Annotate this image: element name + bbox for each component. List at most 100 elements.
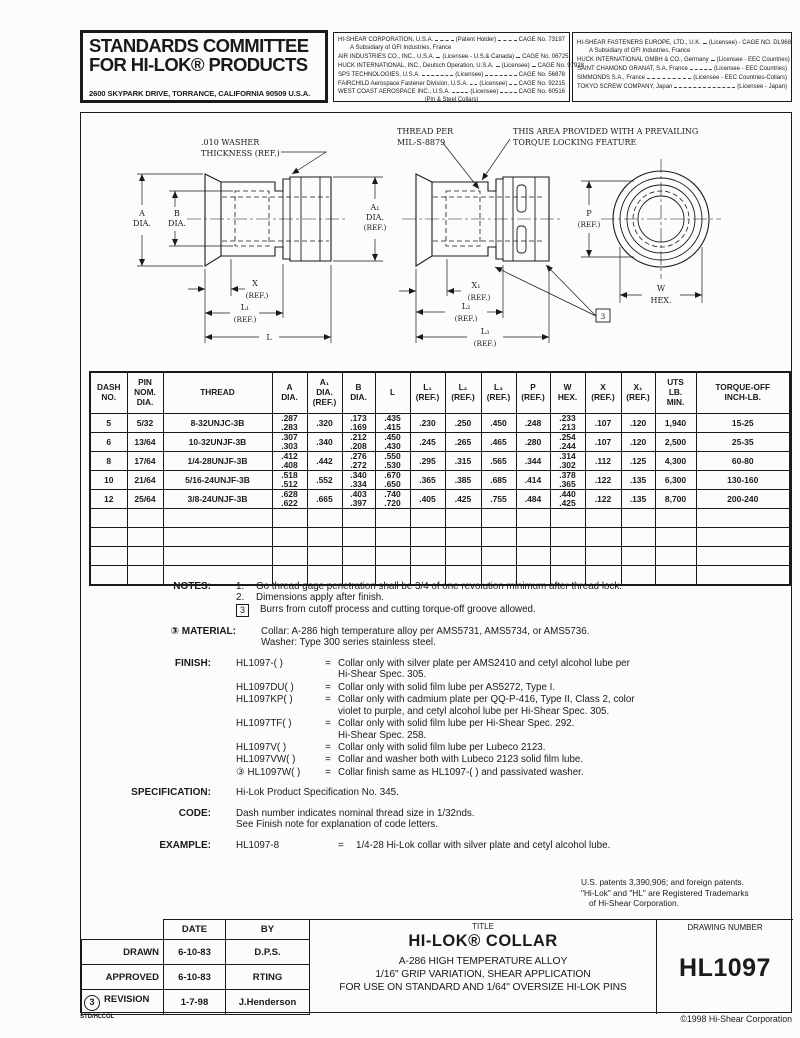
table-cell: .385 (444, 470, 482, 490)
material-washer: Washer: Type 300 series stainless steel. (261, 637, 436, 649)
finish-description: Collar and washer both with Lubeco 2123 … (338, 754, 584, 766)
table-header-cell: L₂ (REF.) (444, 371, 482, 414)
dim-p-label: P (586, 209, 592, 218)
table-empty-cell (695, 508, 791, 528)
table-cell: 200-240 (695, 489, 791, 509)
table-empty-cell (306, 508, 343, 528)
table-cell: .287 .283 (271, 413, 308, 433)
callout-3-marker: 3 (601, 312, 606, 321)
table-cell: .314 .302 (549, 451, 586, 471)
finish-item: HL1097-( )=Collar only with silver plate… (236, 658, 789, 681)
table-empty-cell (341, 546, 376, 566)
table-cell: .405 (409, 489, 446, 509)
revision-col-date: DATE (163, 919, 226, 940)
thread-note-label1: THREAD PER (397, 127, 454, 136)
leader-line (647, 74, 692, 79)
finish-description: Collar only with solid film lube per AS5… (338, 681, 556, 693)
drawing-sheet-body: A DIA. B DIA. A₁ DIA. (REF.) .010 WASHER (80, 112, 793, 1015)
licensee-row: FAIRCHILD Aerospace Fastener Division, U… (338, 80, 565, 89)
table-cell: .135 (620, 470, 656, 490)
washer-thickness-label1: .010 WASHER (201, 138, 260, 147)
revision-label: REVISION (104, 993, 150, 1005)
dim-b-label2: DIA. (168, 219, 186, 228)
table-header-cell: UTS LB. MIN. (654, 371, 697, 414)
table-empty-cell (654, 508, 697, 528)
table-cell: .670 .650 (374, 470, 411, 490)
licensee-note: (Licensee - EEC Countries-Collars) (693, 74, 787, 81)
table-cell: .440 .425 (549, 489, 586, 509)
table-cell: .230 (409, 413, 446, 433)
dim-l3-label: L₃ (481, 327, 490, 336)
table-cell: .248 (515, 413, 551, 433)
drawing-number: HL1097 (679, 954, 771, 982)
dim-p-label2: (REF.) (578, 220, 601, 229)
finish-code: ③ HL1097W( ) (236, 766, 301, 778)
table-empty-cell (271, 527, 308, 547)
table-cell: 6 (89, 432, 128, 452)
dim-w-label2: HEX. (650, 296, 671, 305)
table-cell: 4,300 (654, 451, 697, 471)
leader-line (531, 62, 536, 67)
patents-line2: "Hi-Lok" and "HL" are Registered Tradema… (581, 887, 749, 898)
note-marker-boxed: 3 (236, 603, 250, 617)
dim-a-label: A (138, 209, 145, 218)
table-cell: .450 .430 (374, 432, 411, 452)
finish-item: HL1097VW( )=Collar and washer both with … (236, 754, 789, 765)
licensee-cage: CAGE No. 97928 (537, 62, 584, 69)
finish-row: FINISH: HL1097-( )=Collar only with silv… (89, 658, 789, 779)
table-empty-cell (306, 546, 343, 566)
table-cell: .107 (584, 432, 622, 452)
table-empty-cell (341, 508, 376, 528)
leader-line (516, 53, 521, 58)
licensee-note: (Patent Holder) (455, 37, 497, 43)
table-empty-cell (444, 508, 482, 528)
table-empty-cell (444, 527, 482, 547)
table-empty-cell (549, 546, 586, 566)
thread-note-label2: MIL-S-8879 (397, 138, 445, 147)
table-empty-cell (374, 527, 411, 547)
table-empty-cell (374, 508, 411, 528)
table-cell: .565 (480, 451, 517, 471)
drawing-title: HI-LOK® COLLAR (408, 932, 558, 950)
committee-address: 2600 SKYPARK DRIVE, TORRANCE, CALIFORNIA… (89, 89, 311, 98)
table-cell: .550 .530 (374, 451, 411, 471)
middle-view-dimensions: THREAD PER MIL-S-8879 THIS AREA PROVIDED… (397, 127, 698, 348)
licensee-note: (Licensee - EEC Countries) (713, 65, 787, 72)
torque-note-label1: THIS AREA PROVIDED WITH A PREVAILING (513, 127, 698, 136)
table-cell: .755 (480, 489, 517, 509)
finish-description: Collar only with cadmium plate per QQ-P-… (338, 694, 635, 717)
washer-thickness-label2: THICKNESS (REF.) (201, 149, 280, 158)
table-cell: 1/4-28UNJF-3B (162, 451, 273, 471)
finish-code: HL1097V( ) (236, 741, 287, 753)
table-empty-cell (695, 565, 791, 586)
table-cell: 25/64 (126, 489, 164, 509)
table-cell: .295 (409, 451, 446, 471)
table-empty-cell (695, 546, 791, 566)
table-cell: .112 (584, 451, 622, 471)
leader-line (509, 80, 517, 85)
table-header-cell: A₁ DIA. (REF.) (306, 371, 343, 414)
table-empty-cell (271, 508, 308, 528)
patents-line1: U.S. patents 3,390,906; and foreign pate… (581, 877, 744, 887)
table-cell: .340 (306, 432, 343, 452)
patents-line3: of Hi-Shear Corporation. (589, 898, 679, 909)
table-cell: .442 (306, 451, 343, 471)
revision-date: 1-7-98 (163, 989, 226, 1015)
licensee-name: FAIRCHILD Aerospace Fastener Division, U… (338, 80, 469, 87)
table-cell: 21/64 (126, 470, 164, 490)
table-cell: 130-160 (695, 470, 791, 490)
table-cell: .425 (444, 489, 482, 509)
licensee-subsidiary: A Subsidiary of GFI Industries, France (350, 44, 452, 51)
finish-item: HL1097DU( )=Collar only with solid film … (236, 682, 789, 693)
table-cell: .344 (515, 451, 551, 471)
leader-line (436, 53, 441, 58)
code-text: Dash number indicates nominal thread siz… (236, 807, 475, 831)
licensee-row: SPS TECHNOLOGIES, U.S.A.(Licensee)CAGE N… (338, 71, 565, 80)
leader-line (421, 71, 454, 76)
table-header-cell: DASH NO. (89, 371, 128, 414)
table-cell: .107 (584, 413, 622, 433)
table-header-cell: THREAD (162, 371, 273, 414)
table-empty-row (89, 508, 791, 528)
